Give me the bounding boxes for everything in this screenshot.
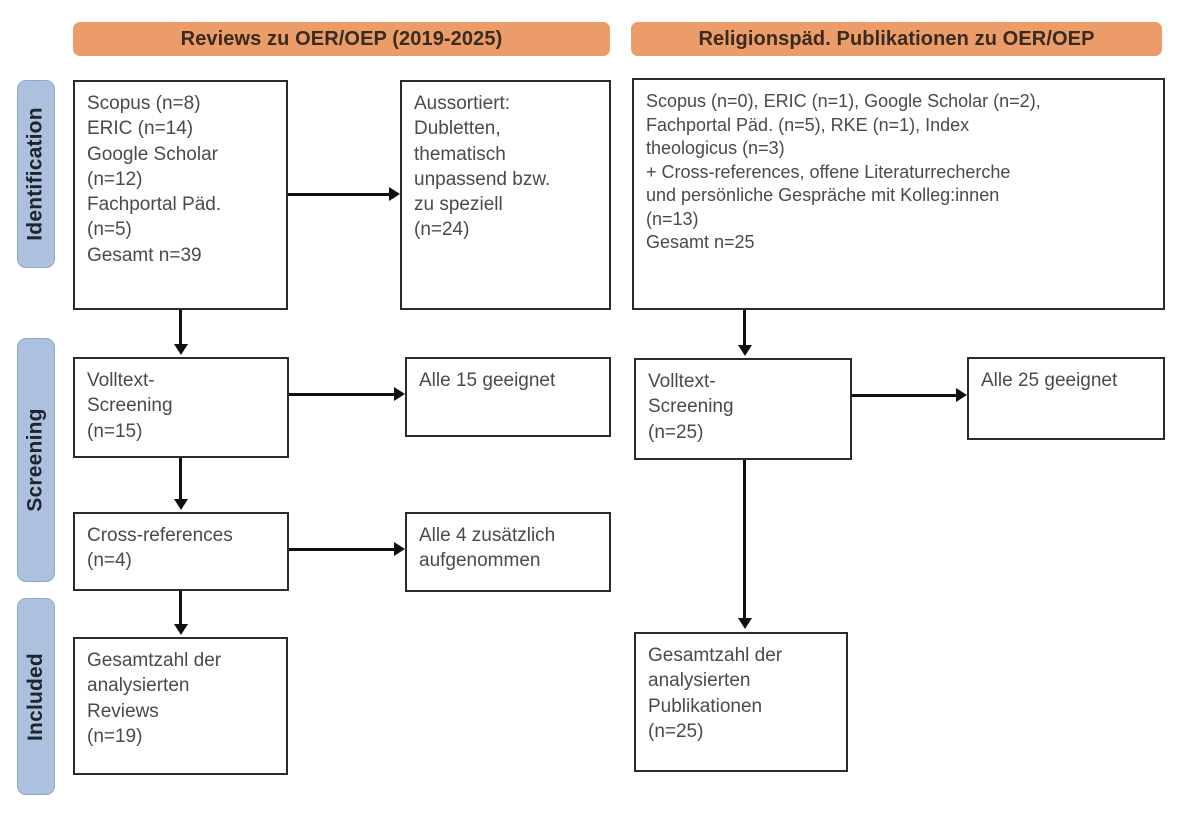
node-right-identification-sources: Scopus (n=0), ERIC (n=1), Google Scholar… (632, 78, 1165, 310)
connector-left-crossrefs-to-result (289, 548, 394, 551)
phase-rail-identification: Identification (17, 80, 55, 268)
connector-right-sources-to-fulltext (743, 310, 746, 345)
connector-right-fulltext-to-result (852, 394, 956, 397)
arrowhead-left-fulltext-to-result (394, 387, 405, 401)
node-left-excluded: Aussortiert: Dubletten, thematisch unpas… (400, 80, 611, 310)
connector-left-fulltext-to-result (289, 393, 394, 396)
connector-left-crossrefs-to-included (179, 591, 182, 624)
arrowhead-left-sources-to-excluded (389, 187, 400, 201)
arrowhead-left-fulltext-to-crossrefs (174, 499, 188, 510)
connector-left-sources-to-excluded (288, 193, 389, 196)
phase-rail-screening: Screening (17, 338, 55, 582)
connector-left-sources-to-fulltext (179, 310, 182, 344)
node-left-identification-sources: Scopus (n=8) ERIC (n=14) Google Scholar … (73, 80, 288, 310)
connector-left-fulltext-to-crossrefs (179, 458, 182, 499)
phase-rail-included-label: Included (24, 652, 48, 741)
node-left-included-total: Gesamtzahl der analysierten Reviews (n=1… (73, 637, 288, 775)
phase-rail-identification-label: Identification (24, 107, 47, 241)
banner-right-column: Religionspäd. Publikationen zu OER/OEP (631, 22, 1162, 56)
connector-right-fulltext-to-included (743, 460, 746, 618)
arrowhead-right-fulltext-to-result (956, 388, 967, 402)
node-left-fulltext-result: Alle 15 geeignet (405, 357, 611, 437)
node-right-fulltext-screening: Volltext- Screening (n=25) (634, 358, 852, 460)
arrowhead-left-crossrefs-to-result (394, 542, 405, 556)
banner-left-column: Reviews zu OER/OEP (2019-2025) (73, 22, 610, 56)
node-left-cross-references-result: Alle 4 zusätzlich aufgenommen (405, 512, 611, 592)
node-left-cross-references: Cross-references (n=4) (73, 512, 289, 591)
arrowhead-left-crossrefs-to-included (174, 624, 188, 635)
node-right-included-total: Gesamtzahl der analysierten Publikatione… (634, 632, 848, 772)
arrowhead-left-sources-to-fulltext (174, 344, 188, 355)
node-right-fulltext-result: Alle 25 geeignet (967, 357, 1165, 440)
arrowhead-right-fulltext-to-included (738, 618, 752, 629)
phase-rail-included: Included (17, 598, 55, 795)
node-left-fulltext-screening: Volltext- Screening (n=15) (73, 357, 289, 458)
arrowhead-right-sources-to-fulltext (738, 345, 752, 356)
phase-rail-screening-label: Screening (24, 408, 47, 512)
